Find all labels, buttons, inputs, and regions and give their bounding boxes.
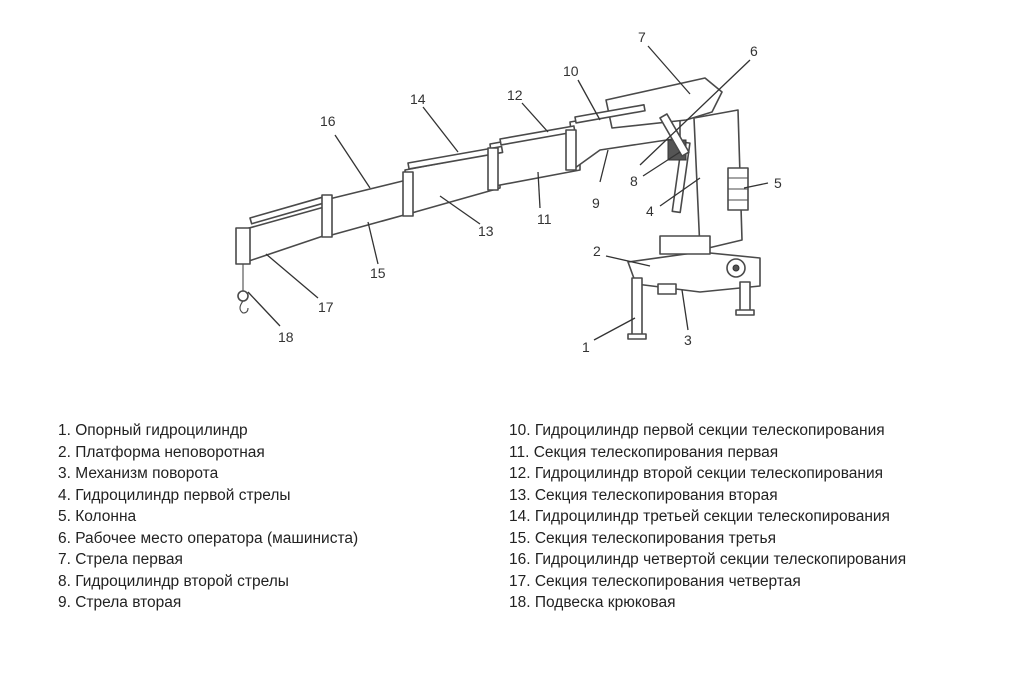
callout-numbers: 1 2 3 4 5 6 7 8 9 10 11 12 13 14 15 16 1… xyxy=(278,29,782,355)
callout-9: 9 xyxy=(592,195,600,211)
legend-item: 6. Рабочее место оператора (машиниста) xyxy=(58,529,359,547)
callout-5: 5 xyxy=(774,175,782,191)
callout-7: 7 xyxy=(638,29,646,45)
clamp xyxy=(321,194,333,238)
boom-head xyxy=(235,227,251,265)
callout-2: 2 xyxy=(593,243,601,259)
telescopic-section-third xyxy=(324,177,416,237)
callout-12: 12 xyxy=(507,87,523,103)
legend-item: 7. Стрела первая xyxy=(58,551,183,568)
callout-18: 18 xyxy=(278,329,294,345)
clamp xyxy=(487,147,499,191)
second-boom-cylinder xyxy=(659,113,690,157)
legend-item: 3. Механизм поворота xyxy=(58,465,219,482)
legend-item: 13. Секция телескопирования вторая xyxy=(509,486,778,504)
callout-3: 3 xyxy=(684,332,692,348)
clamp xyxy=(565,129,577,171)
callout-10: 10 xyxy=(563,63,579,79)
cylinder-10 xyxy=(574,104,646,124)
callout-15: 15 xyxy=(370,265,386,281)
column xyxy=(693,109,743,251)
legend-item: 2. Платформа неповоротная xyxy=(58,443,265,461)
legend-item: 10. Гидроцилиндр первой секции телескопи… xyxy=(509,422,885,439)
legend-item: 1. Опорный гидроцилиндр xyxy=(58,422,248,439)
legend-item: 14. Гидроцилиндр третьей секции телескоп… xyxy=(509,508,890,525)
callout-leaders xyxy=(247,45,769,341)
hook xyxy=(239,300,249,314)
callout-16: 16 xyxy=(320,113,336,129)
legend-item: 4. Гидроцилиндр первой стрелы xyxy=(58,486,291,504)
legend-item: 12. Гидроцилиндр второй секции телескопи… xyxy=(509,465,883,482)
top-bracket xyxy=(659,235,711,255)
legend-item: 5. Колонна xyxy=(58,508,137,525)
legend-item: 8. Гидроцилиндр второй стрелы xyxy=(58,572,289,590)
legend-item: 9. Стрела вторая xyxy=(58,594,182,611)
legend-item: 15. Секция телескопирования третья xyxy=(509,529,776,547)
callout-8: 8 xyxy=(630,173,638,189)
legend-item: 16. Гидроцилиндр четвертой секции телеск… xyxy=(509,551,907,568)
callout-11: 11 xyxy=(537,211,552,227)
legend-item: 18. Подвеска крюковая xyxy=(509,594,676,611)
callout-6: 6 xyxy=(750,43,758,59)
legend-right: 10. Гидроцилиндр первой секции телескопи… xyxy=(509,420,906,614)
outrigger-cylinder-right xyxy=(739,281,751,313)
legend-item: 17. Секция телескопирования четвертая xyxy=(509,572,801,590)
boom-assembly xyxy=(235,77,723,314)
callout-14: 14 xyxy=(410,91,426,107)
callout-1: 1 xyxy=(582,339,590,355)
clamp xyxy=(402,171,414,217)
callout-13: 13 xyxy=(478,223,494,239)
legend-item: 11. Секция телескопирования первая xyxy=(509,443,779,461)
hook-block xyxy=(237,290,249,302)
cylinder-12 xyxy=(499,125,576,146)
callout-4: 4 xyxy=(646,203,654,219)
cylinder-14 xyxy=(407,145,504,170)
column-assembly xyxy=(627,109,761,340)
legend-left: 1. Опорный гидроцилиндр 2. Платформа непо… xyxy=(58,420,358,614)
crane-drawing: 1 2 3 4 5 6 7 8 9 10 11 12 13 14 15 16 1… xyxy=(235,29,782,355)
outrigger-cylinder-left xyxy=(631,277,643,337)
first-boom xyxy=(605,77,723,129)
callout-17: 17 xyxy=(318,299,334,315)
